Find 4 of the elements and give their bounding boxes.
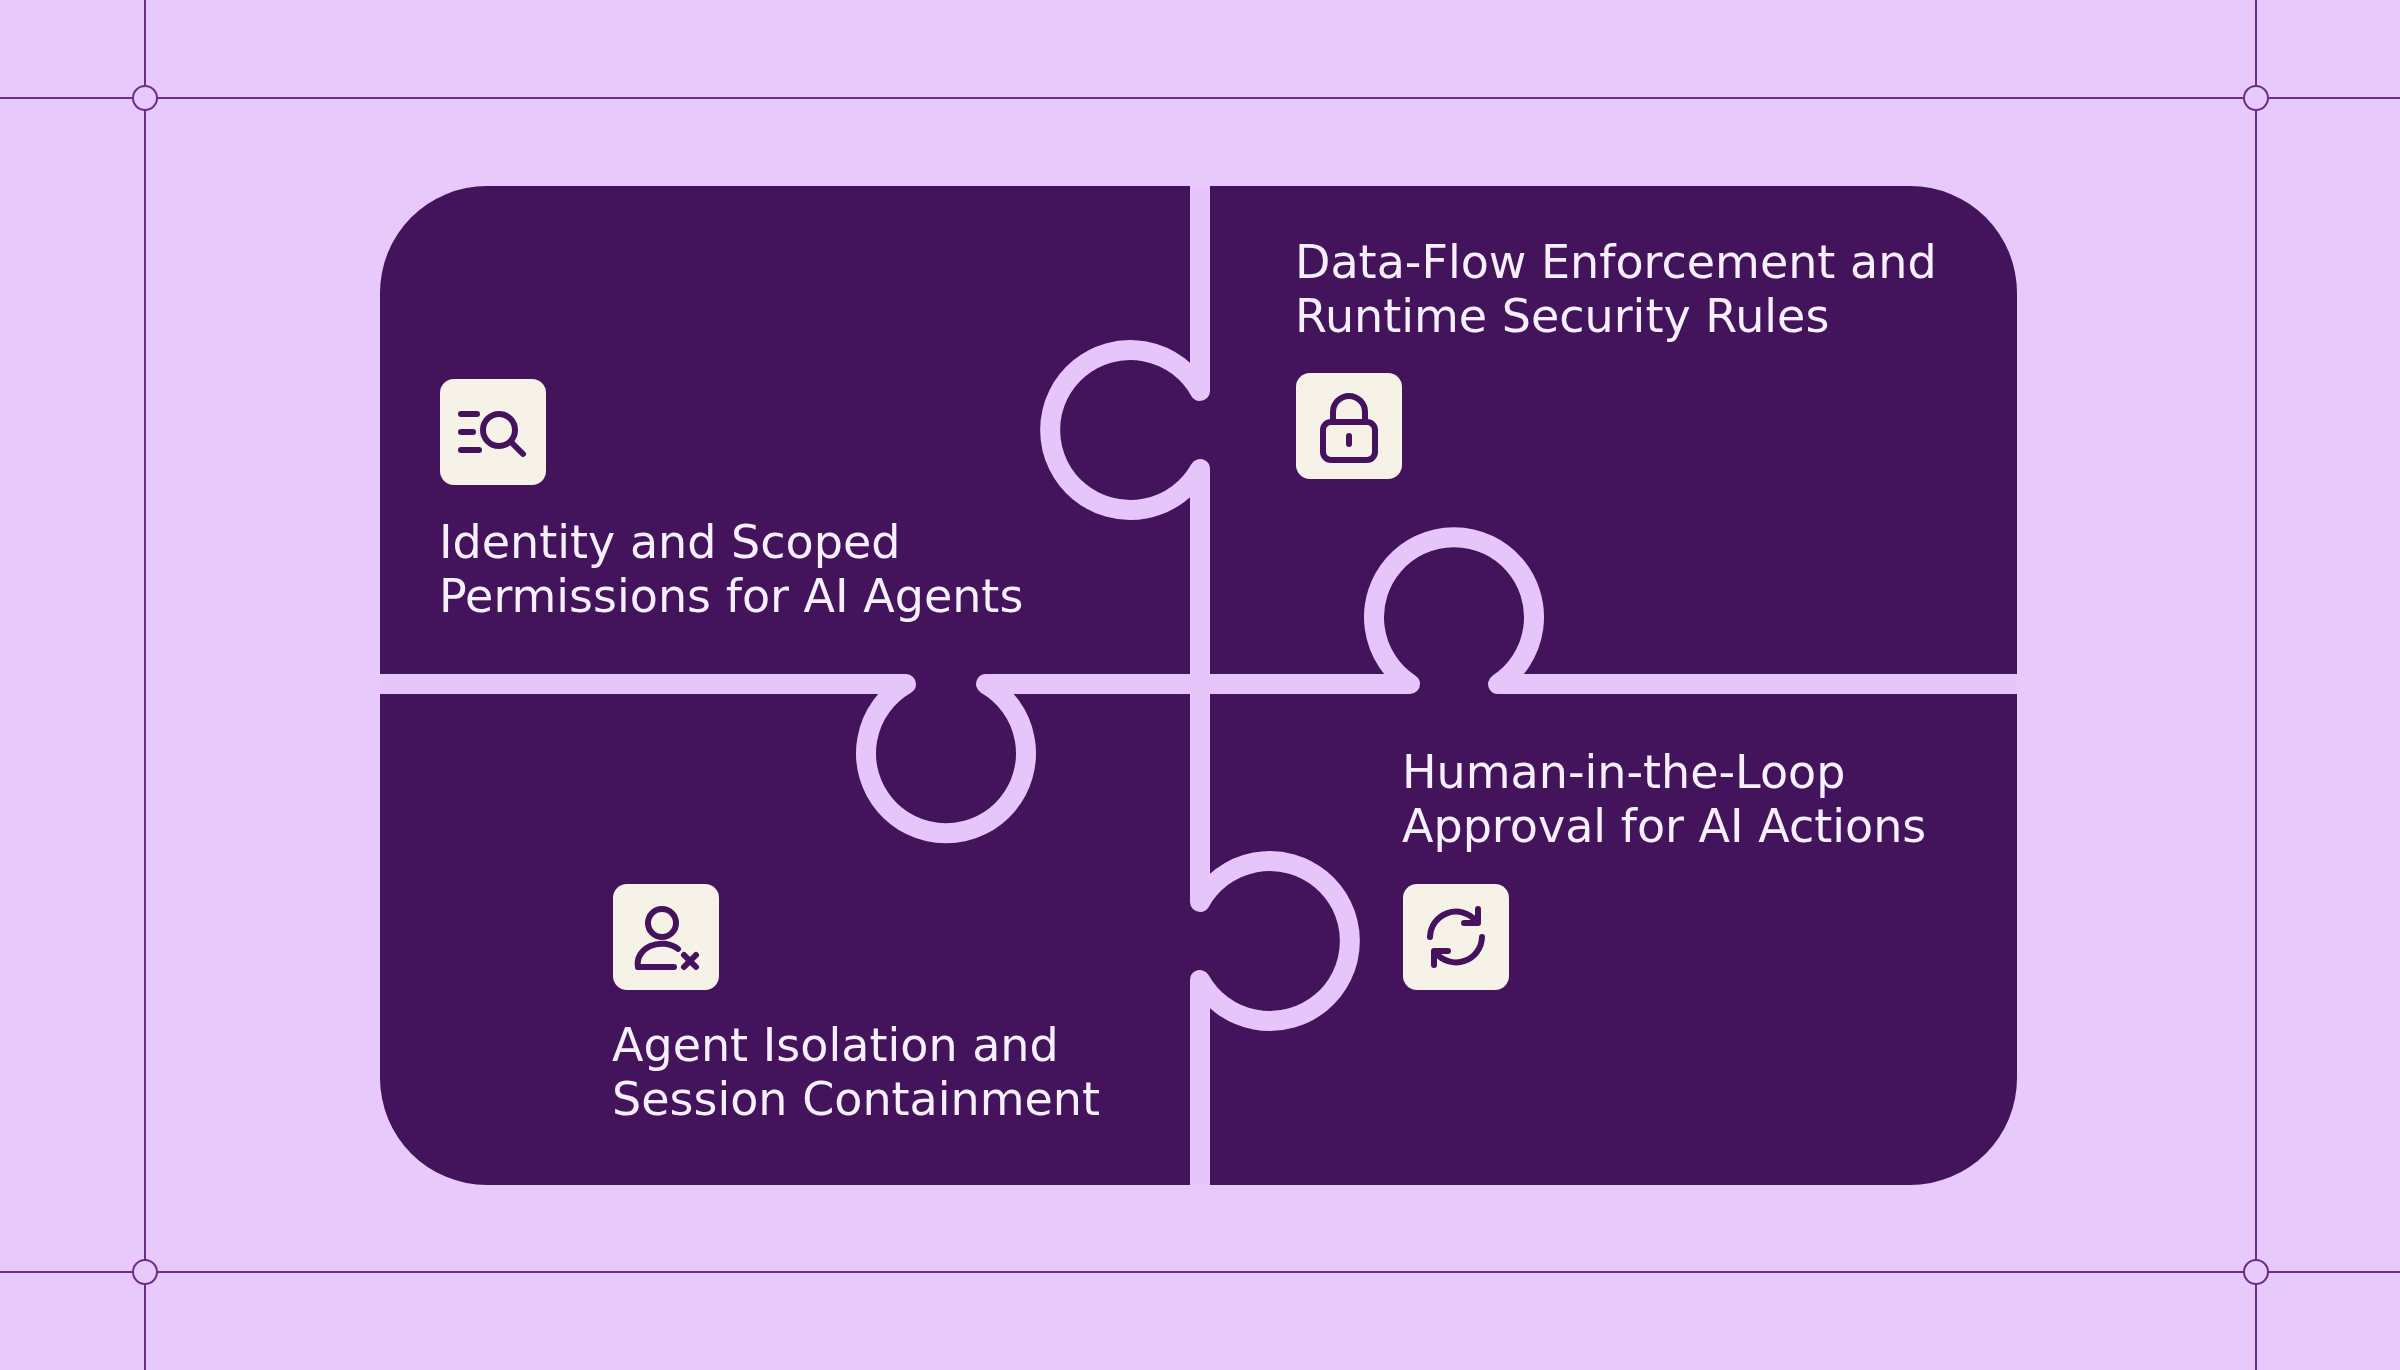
piece-title: Data-Flow Enforcement and Runtime Security Rules — [1295, 235, 1938, 343]
piece-title: Human-in-the-Loop Approval for AI Actions — [1402, 745, 1928, 853]
piece-title: Identity and Scoped Permissions for AI Agents — [439, 515, 1025, 623]
piece-title: Agent Isolation and Session Containment — [612, 1018, 1101, 1126]
